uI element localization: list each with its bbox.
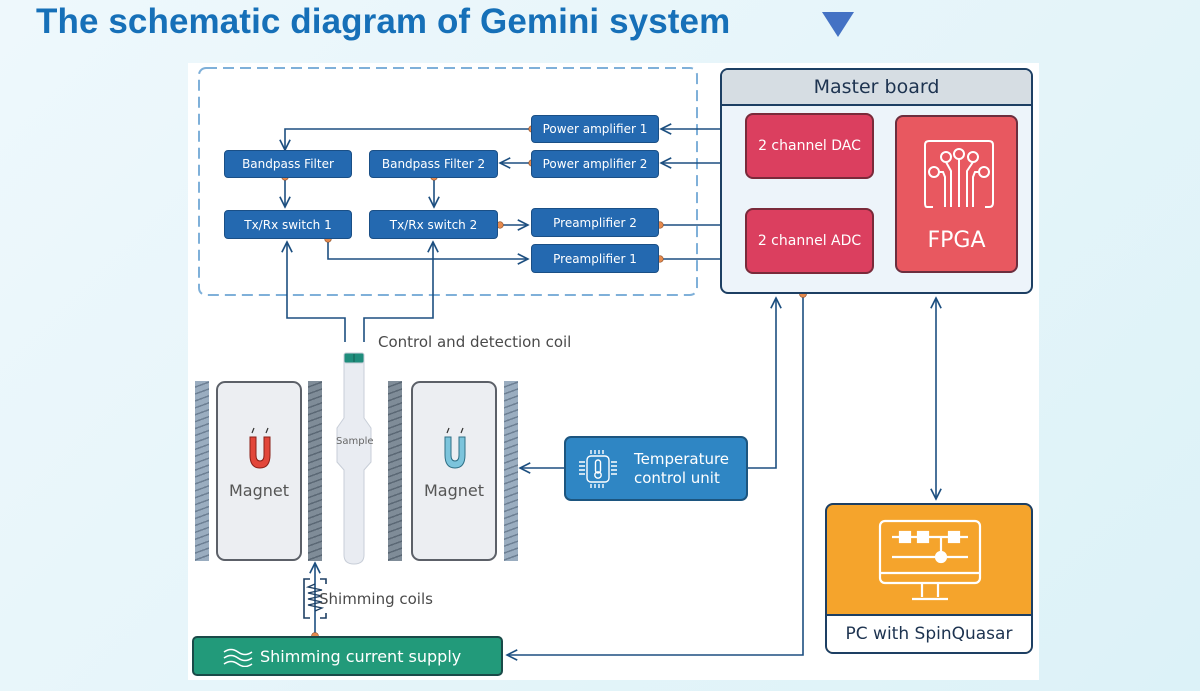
magnet-icon xyxy=(249,427,271,469)
thermometer-chip-icon xyxy=(579,450,617,488)
bandpass-filter-2-block: Bandpass Filter 2 xyxy=(369,150,498,178)
down-triangle-icon xyxy=(822,12,854,37)
master-board-title: Master board xyxy=(722,70,1031,106)
power-amplifier-1-label: Power amplifier 1 xyxy=(542,122,648,136)
pole-piece-right-outer xyxy=(504,381,518,561)
power-amplifier-1-block: Power amplifier 1 xyxy=(531,115,659,143)
magnet-right-label: Magnet xyxy=(423,481,485,500)
magnet-icon xyxy=(444,427,466,469)
bandpass-filter-1-block: Bandpass Filter xyxy=(224,150,352,178)
master-board: Master board xyxy=(720,68,1033,294)
magnet-left-label: Magnet xyxy=(228,481,290,500)
txrx-switch-1-block: Tx/Rx switch 1 xyxy=(224,210,352,239)
switch1-to-preamp1-line xyxy=(327,239,528,259)
fpga-block: FPGA xyxy=(895,115,1018,273)
preamplifier-1-label: Preamplifier 1 xyxy=(553,251,637,266)
dac-block: 2 channel DAC xyxy=(745,113,874,179)
txrx-switch-1-label: Tx/Rx switch 1 xyxy=(244,217,332,232)
txrx-switch-2-label: Tx/Rx switch 2 xyxy=(389,217,478,232)
power-amplifier-2-block: Power amplifier 2 xyxy=(531,150,659,178)
preamplifier-2-label: Preamplifier 2 xyxy=(553,215,637,230)
bandpass-filter-2-label: Bandpass Filter 2 xyxy=(381,157,486,171)
coil-label: Control and detection coil xyxy=(378,333,572,351)
coil-to-switch2-line xyxy=(363,242,433,342)
preamplifier-2-block: Preamplifier 2 xyxy=(531,208,659,237)
circuit-icon xyxy=(924,140,994,208)
waves-icon xyxy=(223,648,253,667)
magnet-right: Magnet xyxy=(411,381,497,561)
adc-block: 2 channel ADC xyxy=(745,208,874,274)
power-amplifier-2-label: Power amplifier 2 xyxy=(542,157,648,171)
sample-label: Sample xyxy=(336,436,374,447)
temperature-control-unit: Temperature control unit xyxy=(564,436,748,501)
temp-to-master-line xyxy=(748,298,776,469)
page-title: The schematic diagram of Gemini system xyxy=(36,2,731,41)
pole-piece-left-outer xyxy=(195,381,209,561)
fpga-label: FPGA xyxy=(927,228,986,253)
coil-to-switch1-line xyxy=(287,242,346,342)
temperature-label-line1: Temperature xyxy=(634,450,730,468)
temperature-label-line2: control unit xyxy=(634,469,720,487)
shimming-current-supply: Shimming current supply xyxy=(192,636,503,676)
pc-block: PC with SpinQuasar xyxy=(825,503,1033,654)
adc-label: 2 channel ADC xyxy=(757,233,862,249)
monitor-icon xyxy=(878,519,982,601)
magnet-left: Magnet xyxy=(216,381,302,561)
bandpass-filter-1-label: Bandpass Filter xyxy=(242,157,334,171)
sample-tube xyxy=(336,352,372,565)
shimming-coil-icon xyxy=(303,578,327,619)
rf-group-border xyxy=(198,67,698,296)
pole-piece-left-inner xyxy=(308,381,322,561)
dac-label: 2 channel DAC xyxy=(758,138,861,154)
pc-label: PC with SpinQuasar xyxy=(827,614,1031,652)
shimming-coils-label: Shimming coils xyxy=(319,590,433,608)
txrx-switch-2-block: Tx/Rx switch 2 xyxy=(369,210,498,239)
master-to-shim-line xyxy=(507,294,804,655)
preamplifier-1-block: Preamplifier 1 xyxy=(531,244,659,273)
shimming-supply-label: Shimming current supply xyxy=(260,647,462,666)
pa1-to-bpf1-line xyxy=(285,128,532,150)
pole-piece-right-inner xyxy=(388,381,402,561)
